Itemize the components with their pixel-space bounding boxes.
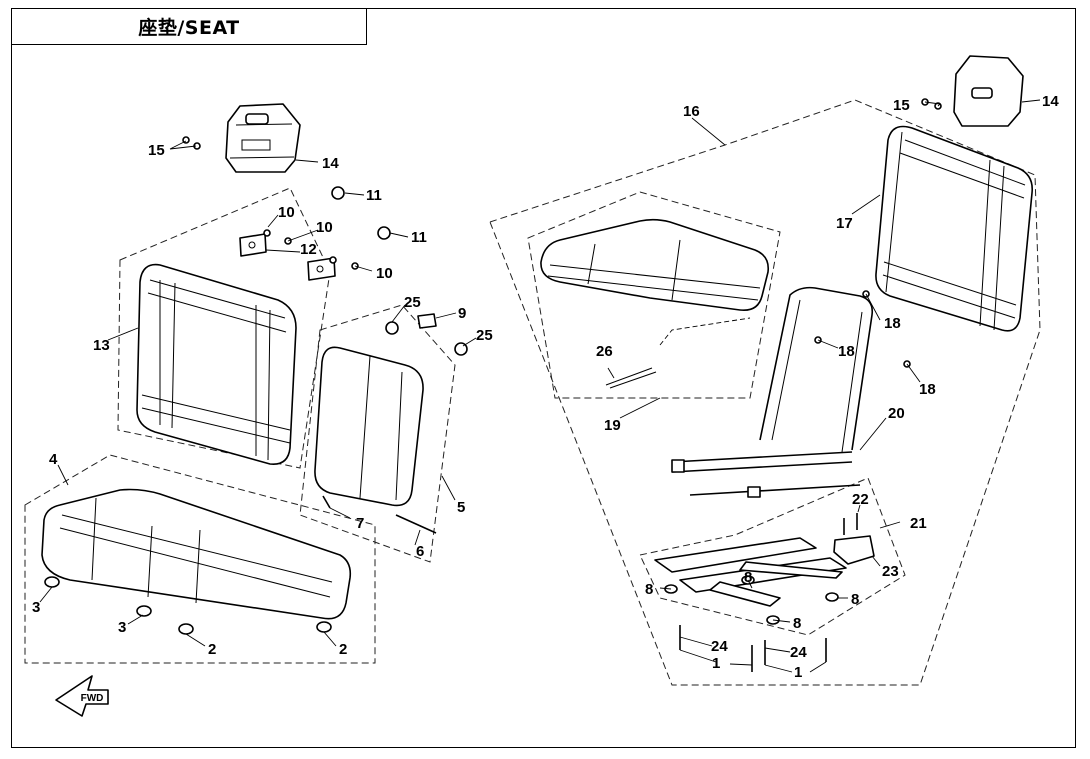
callout-5: 5: [457, 499, 465, 516]
headrest-right: [953, 55, 1024, 127]
callout-25-top: 25: [404, 294, 421, 311]
callout-22: 22: [852, 491, 869, 508]
nut-11a: [331, 186, 345, 200]
callout-15-right: 15: [893, 97, 910, 114]
bushing-25b: [454, 342, 468, 356]
grommet-2b: [316, 621, 332, 633]
group-outline-backrest-left: [117, 187, 331, 469]
callout-20: 20: [888, 405, 905, 422]
callout-7: 7: [356, 515, 364, 532]
callout-3-mid: 3: [118, 619, 126, 636]
title-box: 座垫/SEAT: [11, 8, 367, 45]
callout-18-bottom: 18: [919, 381, 936, 398]
hinge-bracket-b: [307, 257, 336, 281]
callout-21: 21: [910, 515, 927, 532]
backrest-right: [875, 125, 1034, 332]
group-outline-bench-seat: [24, 454, 376, 664]
callout-13: 13: [93, 337, 110, 354]
bushing-25a: [385, 321, 399, 335]
fwd-arrow: FWD: [55, 675, 109, 717]
callout-11-bottom: 11: [411, 229, 427, 246]
washer-8c: [825, 592, 839, 602]
group-outline-seat-cushion: [527, 191, 781, 399]
backrest-middle: [314, 346, 424, 507]
group-outline-driver-seat: [489, 99, 1041, 686]
callout-8-left: 8: [645, 581, 653, 598]
callout-3-left: 3: [32, 599, 40, 616]
seat-frame: [671, 286, 874, 498]
group-outline-slider: [639, 477, 906, 636]
callout-2-left: 2: [208, 641, 216, 658]
callout-24-left: 24: [711, 638, 728, 655]
bolt-10a: [263, 229, 271, 237]
callout-10-top: 10: [278, 204, 295, 221]
callout-8-right: 8: [851, 591, 859, 608]
seat-cushion: [540, 218, 770, 312]
fwd-label: FWD: [81, 693, 104, 704]
backrest-left: [136, 263, 297, 465]
spring-26: [605, 367, 657, 389]
callout-9: 9: [458, 305, 466, 322]
callout-26: 26: [596, 343, 613, 360]
group-outline-backrest-middle: [299, 304, 456, 563]
pin-6: [395, 514, 437, 534]
callout-1-right: 1: [794, 664, 802, 681]
callout-14-left: 14: [322, 155, 339, 172]
bench-seat: [41, 488, 352, 620]
callout-12: 12: [300, 241, 317, 258]
grommet-2a: [178, 623, 194, 635]
callout-16: 16: [683, 103, 700, 120]
callout-17: 17: [836, 215, 853, 232]
callout-6: 6: [416, 543, 424, 560]
callout-10-mid: 10: [316, 219, 333, 236]
callout-23: 23: [882, 563, 899, 580]
callout-25-right: 25: [476, 327, 493, 344]
callout-8-mid: 8: [744, 569, 752, 586]
latch-9: [417, 313, 437, 329]
lever-23: [833, 535, 875, 565]
slider-rails: [654, 537, 847, 607]
callout-18-top: 18: [884, 315, 901, 332]
nut-11b: [377, 226, 391, 240]
bolt-10c: [329, 256, 337, 264]
foot-3b: [136, 605, 152, 617]
callout-11-top: 11: [366, 187, 382, 204]
leader-lines: [39, 99, 1041, 673]
pin-7: [322, 495, 331, 509]
drawing-frame: [11, 8, 1076, 748]
headrest-left: [225, 103, 301, 173]
callout-18-mid: 18: [838, 343, 855, 360]
callout-14-right: 14: [1042, 93, 1059, 110]
callout-1-left: 1: [712, 655, 720, 672]
callout-24-right: 24: [790, 644, 807, 661]
spring-hook: [659, 317, 751, 346]
callout-19: 19: [604, 417, 621, 434]
callout-2-right: 2: [339, 641, 347, 658]
bolts-1: [679, 625, 827, 672]
foot-3a: [44, 576, 60, 588]
callout-4: 4: [49, 451, 58, 468]
callout-10-bottom: 10: [376, 265, 393, 282]
callout-8-bottom: 8: [793, 615, 801, 632]
hinge-bracket-a: [239, 233, 267, 257]
callout-15-left: 15: [148, 142, 165, 159]
page-title: 座垫/SEAT: [138, 17, 240, 39]
callout-labels: 15 14 11 10 10 12 11 10 13 25 9 25 5 6 7…: [32, 93, 1059, 681]
